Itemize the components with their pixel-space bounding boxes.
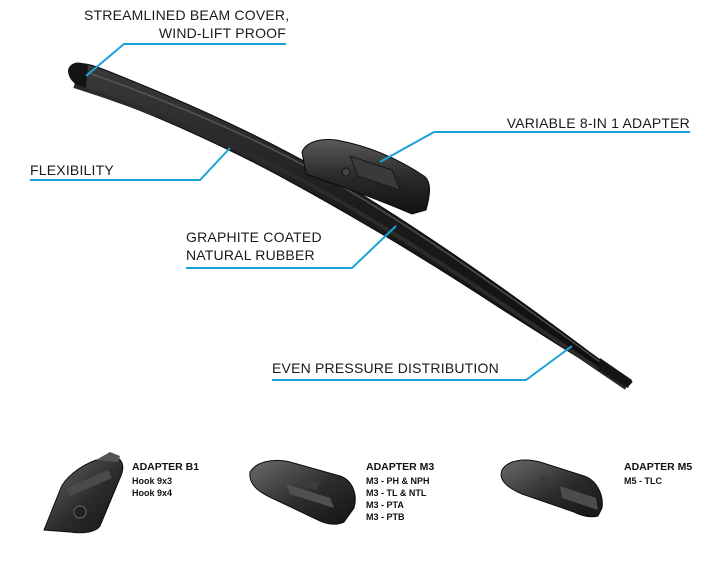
adapter-m5-title: ADAPTER M5 bbox=[624, 461, 693, 473]
callout-leader-lines bbox=[30, 43, 690, 381]
blade-end-cap-left bbox=[68, 62, 88, 88]
blade-end-cap-right bbox=[598, 358, 632, 388]
beam-cover-label: STREAMLINED BEAM COVER, WIND-LIFT PROOF bbox=[84, 6, 290, 42]
adapter-b1-code: Hook 9x4 bbox=[132, 488, 173, 498]
adapter-m3-title: ADAPTER M3 bbox=[366, 461, 435, 473]
adapter-m3-code: M3 - PTB bbox=[366, 512, 405, 522]
adapter-m5-image bbox=[500, 459, 603, 518]
adapter-m3-code: M3 - TL & NTL bbox=[366, 488, 427, 498]
rubber-label: GRAPHITE COATED NATURAL RUBBER bbox=[186, 228, 322, 264]
beam-cover-label-line1: STREAMLINED BEAM COVER, bbox=[84, 7, 290, 23]
flexibility-leader bbox=[30, 147, 231, 181]
adapter-b1-caption: ADAPTER B1 Hook 9x3 Hook 9x4 bbox=[132, 460, 199, 499]
adapter-m3-caption: ADAPTER M3 M3 - PH & NPH M3 - TL & NTL M… bbox=[366, 460, 434, 523]
adapter-leader bbox=[379, 131, 690, 163]
adapter-m5-code: M5 - TLC bbox=[624, 476, 662, 486]
adapter-m3-image bbox=[249, 459, 356, 525]
adapter-b1-code: Hook 9x3 bbox=[132, 476, 173, 486]
beam-cover-label-line2: WIND-LIFT PROOF bbox=[158, 25, 286, 41]
adapter-slot bbox=[349, 155, 401, 191]
adapter-b1-title: ADAPTER B1 bbox=[132, 461, 200, 473]
rubber-leader bbox=[186, 225, 397, 269]
rubber-label-line2: NATURAL RUBBER bbox=[186, 247, 315, 263]
wiper-rubber-edge bbox=[73, 84, 628, 390]
adapter-m3-code: M3 - PH & NPH bbox=[366, 476, 430, 486]
flexibility-label: FLEXIBILITY bbox=[30, 162, 114, 178]
pressure-leader bbox=[272, 345, 573, 381]
wiper-blade-body bbox=[71, 63, 633, 387]
pressure-label: EVEN PRESSURE DISTRIBUTION bbox=[272, 360, 499, 376]
adapter-label: VARIABLE 8-IN 1 ADAPTER bbox=[506, 115, 690, 131]
adapter-rivet bbox=[341, 167, 351, 177]
rubber-label-line1: GRAPHITE COATED bbox=[186, 229, 322, 245]
adapter-m3-code: M3 - PTA bbox=[366, 500, 404, 510]
beam-cover-leader bbox=[85, 43, 286, 77]
adapter-m5-caption: ADAPTER M5 M5 - TLC bbox=[624, 460, 692, 487]
adapter-b1-image bbox=[43, 452, 124, 534]
